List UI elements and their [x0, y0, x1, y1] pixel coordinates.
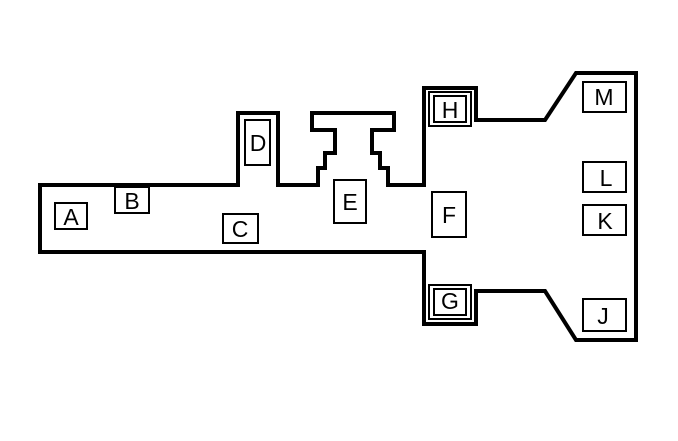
location-f: F [431, 191, 467, 238]
location-g: G [433, 288, 467, 316]
label-k: K [597, 208, 613, 234]
location-l: L [582, 161, 627, 193]
label-l: L [600, 165, 613, 191]
label-e: E [342, 189, 357, 215]
location-c: C [222, 213, 259, 244]
label-h: H [442, 97, 459, 123]
location-b: B [114, 186, 150, 214]
location-j: J [582, 298, 627, 332]
label-b: B [124, 188, 139, 214]
location-a: A [54, 202, 88, 230]
pocket-d-frame [244, 119, 271, 166]
label-d: D [250, 130, 267, 156]
label-m: M [594, 84, 613, 110]
location-e: E [333, 179, 367, 224]
location-k: K [582, 204, 627, 236]
label-j: J [597, 303, 609, 329]
label-f: F [442, 202, 456, 228]
label-a: A [63, 204, 79, 230]
label-g: G [441, 288, 459, 314]
pocket-g-frame [428, 284, 472, 320]
body-outline [38, 71, 638, 342]
location-h: H [433, 95, 467, 123]
label-c: C [232, 216, 249, 242]
location-d: D [250, 130, 267, 156]
pocket-h-frame [428, 91, 472, 127]
location-m: M [582, 81, 627, 113]
